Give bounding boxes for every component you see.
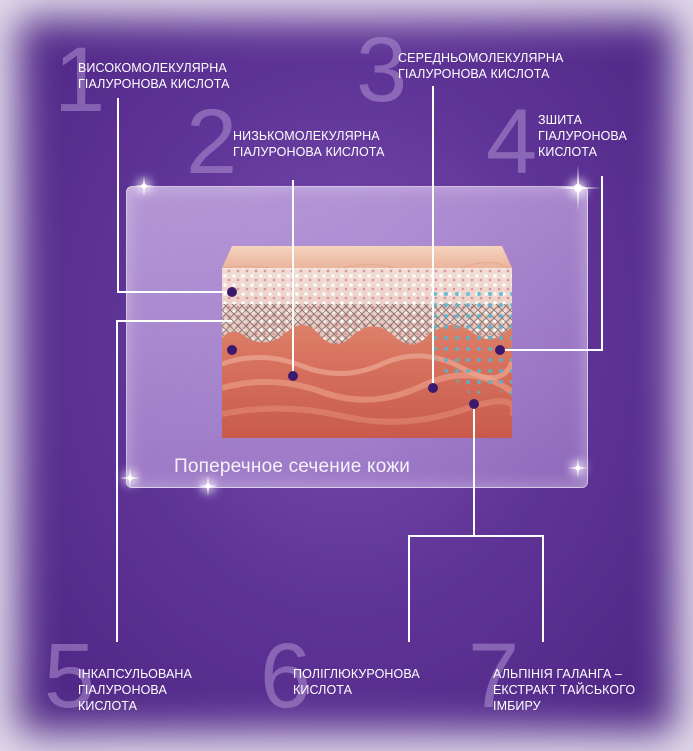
marker-7: [469, 399, 479, 409]
marker-2: [288, 371, 298, 381]
marker-4: [495, 345, 505, 355]
cross-section-caption: Поперечное сечение кожи: [174, 456, 410, 478]
item-label-2: НИЗЬКОМОЛЕКУЛЯРНА ГІАЛУРОНОВА КИСЛОТА: [233, 128, 413, 160]
item-label-1: ВИСОКОМОЛЕКУЛЯРНА ГІАЛУРОНОВА КИСЛОТА: [78, 60, 278, 92]
item-number-4: 4: [486, 96, 537, 188]
item-label-5: ІНКАПСУЛЬОВАНА ГІАЛУРОНОВА КИСЛОТА: [78, 666, 218, 714]
marker-5: [227, 345, 237, 355]
item-label-6: ПОЛІГЛЮКУРОНОВА КИСЛОТА: [293, 666, 433, 698]
marker-3: [428, 383, 438, 393]
item-number-2: 2: [186, 96, 237, 188]
item-label-4: ЗШИТА ГІАЛУРОНОВА КИСЛОТА: [538, 112, 648, 160]
item-label-3: СЕРЕДНЬОМОЛЕКУЛЯРНА ГІАЛУРОНОВА КИСЛОТА: [398, 50, 608, 82]
marker-1: [227, 287, 237, 297]
item-label-7: АЛЬПІНІЯ ГАЛАНГА – ЕКСТРАКТ ТАЙСЬКОГО ІМ…: [493, 666, 663, 714]
